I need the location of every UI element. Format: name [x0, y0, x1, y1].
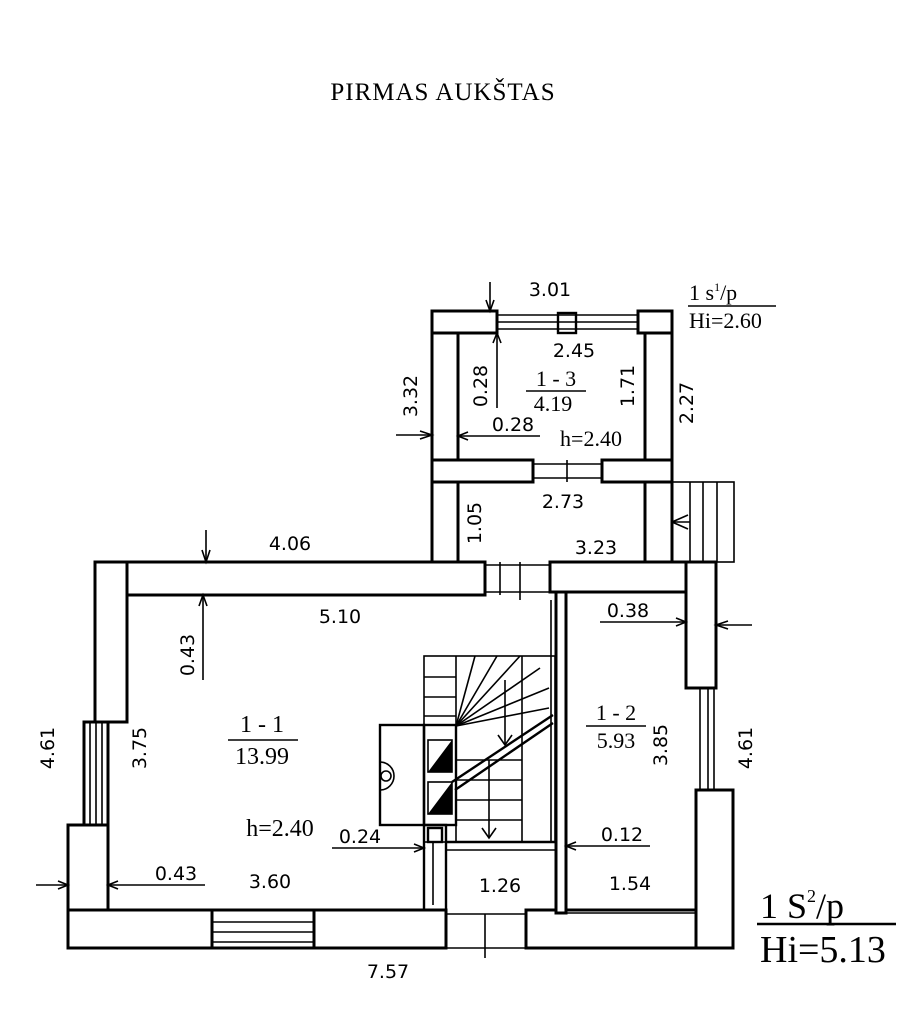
annex-top-window: [497, 311, 638, 335]
bottom-door: [445, 910, 527, 958]
bottom-window: [212, 921, 314, 943]
dim-4-61-right: 4.61: [735, 727, 757, 769]
main-legend-unit: 1 S2/p: [760, 886, 844, 926]
dim-0-43-vertical: 0.43: [177, 634, 199, 676]
dim-1-26: 1.26: [479, 875, 521, 897]
room-1-3-height: h=2.40: [560, 426, 622, 451]
main-top-wall: [95, 560, 487, 597]
dim-2-45: 2.45: [553, 340, 595, 362]
main-left-wall-top: [93, 560, 129, 724]
dim-4-06: 4.06: [269, 533, 311, 555]
dim-3-23: 3.23: [575, 537, 617, 559]
annex-legend-hi: Hi=2.60: [689, 308, 762, 333]
room-1-3-id: 1 - 3: [536, 366, 576, 391]
dim-2-27: 2.27: [676, 382, 698, 424]
annex-left-wall: [430, 309, 460, 564]
partition-r12-left: [554, 590, 568, 915]
right-outer-wall-upper: [684, 560, 718, 690]
room-1-1-area: 13.99: [235, 744, 289, 770]
dim-3-32: 3.32: [400, 375, 422, 417]
dim-0-28-vertical: 0.28: [470, 365, 492, 407]
dim-3-60: 3.60: [249, 871, 291, 893]
dim-3-01: 3.01: [529, 279, 571, 301]
right-outer-wall-lower: [694, 788, 735, 950]
dim-0-24: 0.24: [339, 826, 381, 848]
annex-right-wall: [643, 309, 674, 564]
room-1-1-id: 1 - 1: [240, 712, 284, 738]
dim-2-73: 2.73: [542, 491, 584, 513]
room-1-3-area: 4.19: [534, 391, 573, 416]
dim-7-57: 7.57: [367, 961, 409, 983]
dim-0-12: 0.12: [601, 824, 643, 846]
room-1-1-label: 1 - 1 13.99 h=2.40: [228, 712, 314, 842]
room-1-2-area: 5.93: [597, 728, 636, 753]
dim-0-43-horizontal: 0.43: [155, 863, 197, 885]
dim-3-85: 3.85: [650, 724, 672, 766]
exterior-steps: [671, 481, 735, 563]
stove: [378, 723, 458, 827]
dimension-markers: [36, 282, 752, 914]
dim-3-75: 3.75: [129, 727, 151, 769]
dim-1-05: 1.05: [464, 502, 486, 544]
annex-top-wall-right: [636, 309, 674, 335]
main-entrance-door: [485, 562, 550, 600]
right-window: [699, 688, 715, 790]
walls: [66, 309, 735, 950]
annex-top-wall-left: [430, 309, 499, 335]
main-bottom-wall-mid: [312, 908, 448, 950]
main-legend-hi: Hi=5.13: [760, 929, 886, 971]
left-window: [89, 722, 103, 825]
room-1-3-label: 1 - 3 4.19 h=2.40: [526, 366, 622, 451]
annex-legend-unit: 1 s1/p: [689, 280, 737, 305]
main-legend: 1 S2/p Hi=5.13: [757, 886, 896, 971]
room-1-2-id: 1 - 2: [596, 700, 636, 725]
annex-legend: 1 s1/p Hi=2.60: [688, 280, 776, 333]
annex-mid-wall-right: [600, 458, 674, 484]
main-bottom-wall-left: [66, 908, 214, 950]
annex-mid-wall-left: [430, 458, 535, 484]
dim-4-61-left: 4.61: [37, 727, 59, 769]
annex-door: [533, 460, 602, 482]
dim-1-71: 1.71: [617, 365, 639, 407]
plan-title: PIRMAS AUKŠTAS: [330, 77, 555, 106]
dim-0-38: 0.38: [607, 600, 649, 622]
room-1-2-label: 1 - 2 5.93: [586, 700, 646, 753]
dim-1-54: 1.54: [609, 873, 651, 895]
dim-5-10: 5.10: [319, 606, 361, 628]
dim-0-28-horizontal: 0.28: [492, 414, 534, 436]
room-1-1-height: h=2.40: [246, 816, 314, 842]
